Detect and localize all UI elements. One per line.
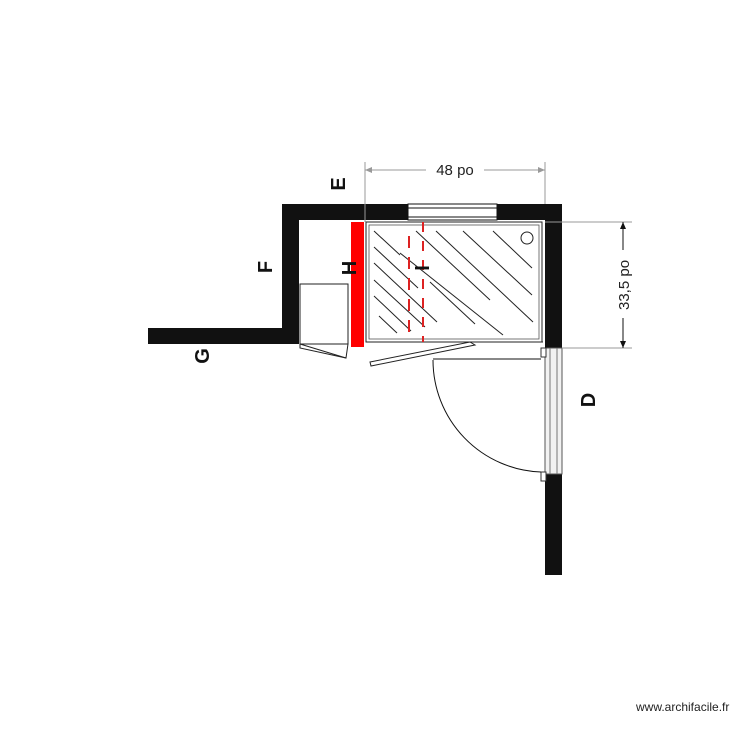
wall-label-e: E	[328, 177, 350, 190]
wall-f	[282, 204, 299, 344]
wall-g	[148, 328, 299, 344]
door-swing-arc	[432, 359, 542, 473]
shower-glass-door	[369, 341, 477, 367]
door-frame-right	[540, 347, 563, 482]
wall-d-lower	[545, 474, 562, 575]
wall-h-highlight	[351, 222, 364, 347]
cabinet	[299, 283, 349, 359]
wall-d-upper	[545, 204, 562, 348]
walls	[148, 204, 562, 575]
depth-dimension-label: 33,5 po	[616, 260, 633, 310]
dimension-width: 48 po	[364, 158, 546, 222]
wall-label-g: G	[192, 348, 214, 364]
wall-label-f: F	[255, 261, 277, 273]
wall-e-left	[282, 204, 408, 220]
wall-label-d: D	[578, 393, 600, 407]
shower	[365, 221, 543, 367]
width-dimension-label: 48 po	[436, 162, 474, 179]
drain-icon	[520, 231, 534, 245]
wall-label-i: I	[412, 265, 434, 271]
shower-base	[365, 221, 543, 343]
credit-link[interactable]: www.archifacile.fr	[636, 700, 730, 714]
window-top	[407, 203, 498, 221]
wall-label-h: H	[339, 261, 361, 275]
dimension-depth: 33,5 po	[545, 221, 633, 349]
